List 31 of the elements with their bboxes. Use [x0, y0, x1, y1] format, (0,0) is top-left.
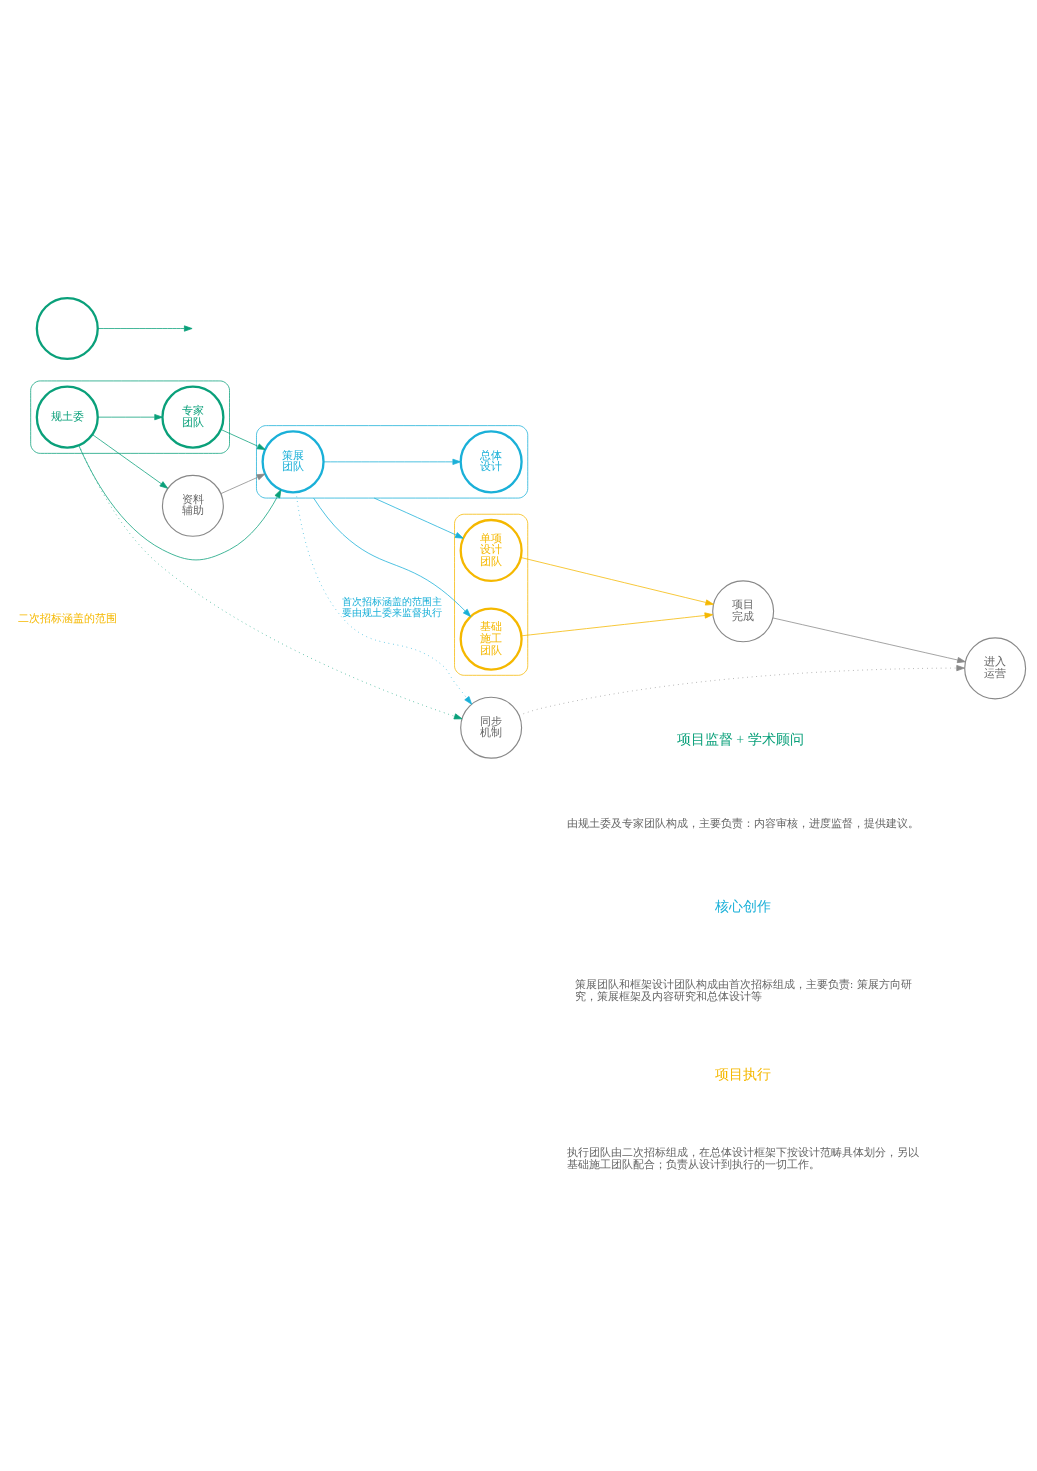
label: 项目监督 + 学术顾问 [676, 731, 804, 747]
arrow [78, 444, 282, 560]
arrow [220, 428, 266, 450]
arrow [323, 458, 461, 465]
node-circle: 专家团队 [161, 385, 225, 449]
label: 二次招标涵盖的范围 [17, 611, 117, 625]
cluster [30, 380, 230, 454]
node-circle: 进入运营 [964, 636, 1027, 699]
arrow [313, 497, 471, 617]
label: 执行团队由二次招标组成，在总体设计框架下按设计范畴具体划分，另以基础施工团队配合；负责从设计到执行的一切工作。 [567, 1145, 920, 1171]
label: 核心创作 [715, 898, 772, 914]
node-circle: 项目完成 [712, 579, 775, 642]
node-circle: 总体设计 [459, 429, 523, 493]
arrow [520, 556, 714, 605]
arrow [97, 324, 193, 332]
node-circle: 单项设计团队 [459, 518, 523, 582]
edge-label: 首次招标涵盖的范围主要由规土委来监督执行 [342, 595, 443, 618]
node-circle [35, 296, 99, 360]
arrow [220, 473, 266, 494]
arrow [518, 664, 965, 716]
node-circle: 策展团队 [261, 429, 325, 493]
arrow [772, 617, 966, 663]
label: 项目执行 [715, 1066, 772, 1082]
label: 由规土委及专家团队构成，主要负责：内容审核，进度监督，提供建议。 [567, 816, 920, 830]
node-circle: 规土委 [35, 385, 99, 449]
arrow [78, 444, 463, 719]
arrow [521, 611, 714, 636]
arrow [92, 433, 169, 489]
label: 策展团队和框架设计团队构成由首次招标组成，主要负责: 策展方向研究，策展框架及内容研究和总体设计等 [574, 977, 912, 1003]
arrow [373, 497, 464, 539]
arrow [97, 413, 163, 420]
